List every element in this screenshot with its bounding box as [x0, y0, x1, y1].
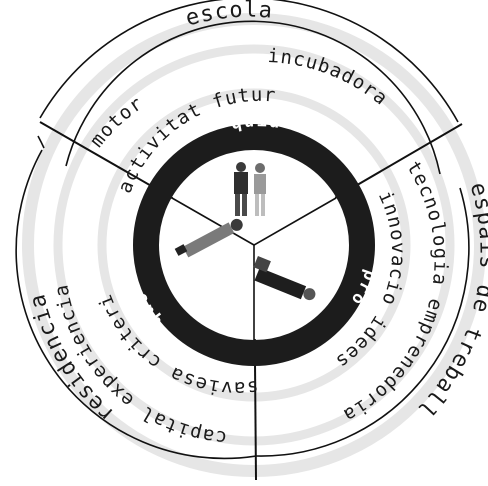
- label-escola: escola: [183, 0, 274, 32]
- ring-label-quid: quid: [229, 111, 282, 134]
